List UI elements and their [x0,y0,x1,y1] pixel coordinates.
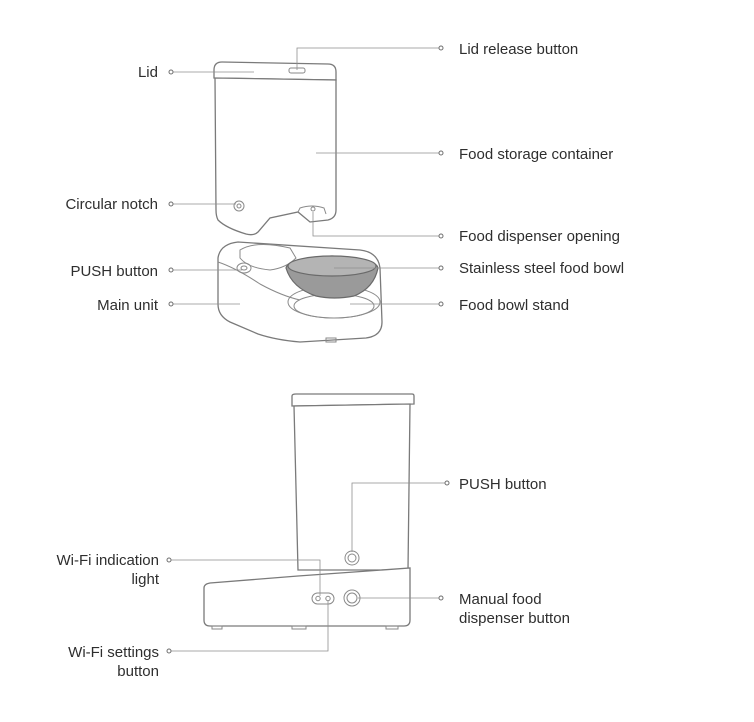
label-main-unit: Main unit [97,297,158,314]
side-base-shape [203,567,411,627]
dot [438,301,444,307]
label-manual-food-dispenser-2: dispenser button [459,610,570,627]
leader-lines [169,47,447,652]
dot [166,557,172,563]
leader-dots [166,45,450,654]
label-stainless-steel-food-bowl: Stainless steel food bowl [459,260,625,277]
dot [438,265,444,271]
label-push-button-top: PUSH button [70,263,158,280]
main-unit-drawing [217,241,383,343]
label-lid-release-button: Lid release button [459,41,579,58]
leader-lid-release [296,47,441,70]
main-unit-foot [325,337,337,343]
dot [438,150,444,156]
label-wifi-settings-1: Wi-Fi settings [68,644,159,661]
label-manual-food-dispenser-1: Manual food [459,591,542,608]
label-food-storage-container: Food storage container [459,146,614,163]
label-food-bowl-stand: Food bowl stand [459,297,570,314]
dot [168,201,174,207]
dot [166,648,172,654]
side-view-drawing [203,393,415,630]
label-push-button-side: PUSH button [459,476,547,493]
circular-notch-shape [233,200,245,212]
circular-notch-inner [236,203,242,209]
dispenser-opening-detail [310,206,316,212]
main-unit-edge [217,261,301,301]
push-button-top-shape [236,262,252,274]
manual-dispenser-button-inner [346,592,358,604]
wifi-controls-shape [311,592,335,605]
label-wifi-indication-light-1: Wi-Fi indication [56,552,159,569]
dot [438,45,444,51]
leader-dispenser-opening [312,212,441,237]
label-wifi-indication-light-2: light [131,571,159,588]
leader-wifi-settings [169,601,329,652]
dot [444,480,450,486]
leader-wifi-light [169,559,321,596]
push-button-top-inner [240,265,248,271]
food-storage-container-drawing [213,61,337,236]
wifi-settings-button-shape [315,595,321,602]
leader-push-side [351,482,447,552]
label-circular-notch: Circular notch [65,196,158,213]
steel-bowl-rim [287,255,377,277]
lid-shape [213,61,337,81]
dot [438,595,444,601]
side-foot-mid [291,625,307,630]
side-foot-right [385,625,399,630]
side-lid-shape [291,393,415,407]
label-food-dispenser-opening: Food dispenser opening [459,228,620,245]
dot [168,69,174,75]
side-foot-left [211,625,223,630]
label-wifi-settings-2: button [117,663,159,680]
label-lid: Lid [137,64,158,81]
dot [438,233,444,239]
dispenser-opening-shape [297,205,327,215]
push-button-side-inner [347,553,357,563]
wifi-indication-light-shape [325,595,331,602]
container-body-shape [214,77,337,236]
dot [168,267,174,273]
dot [168,301,174,307]
